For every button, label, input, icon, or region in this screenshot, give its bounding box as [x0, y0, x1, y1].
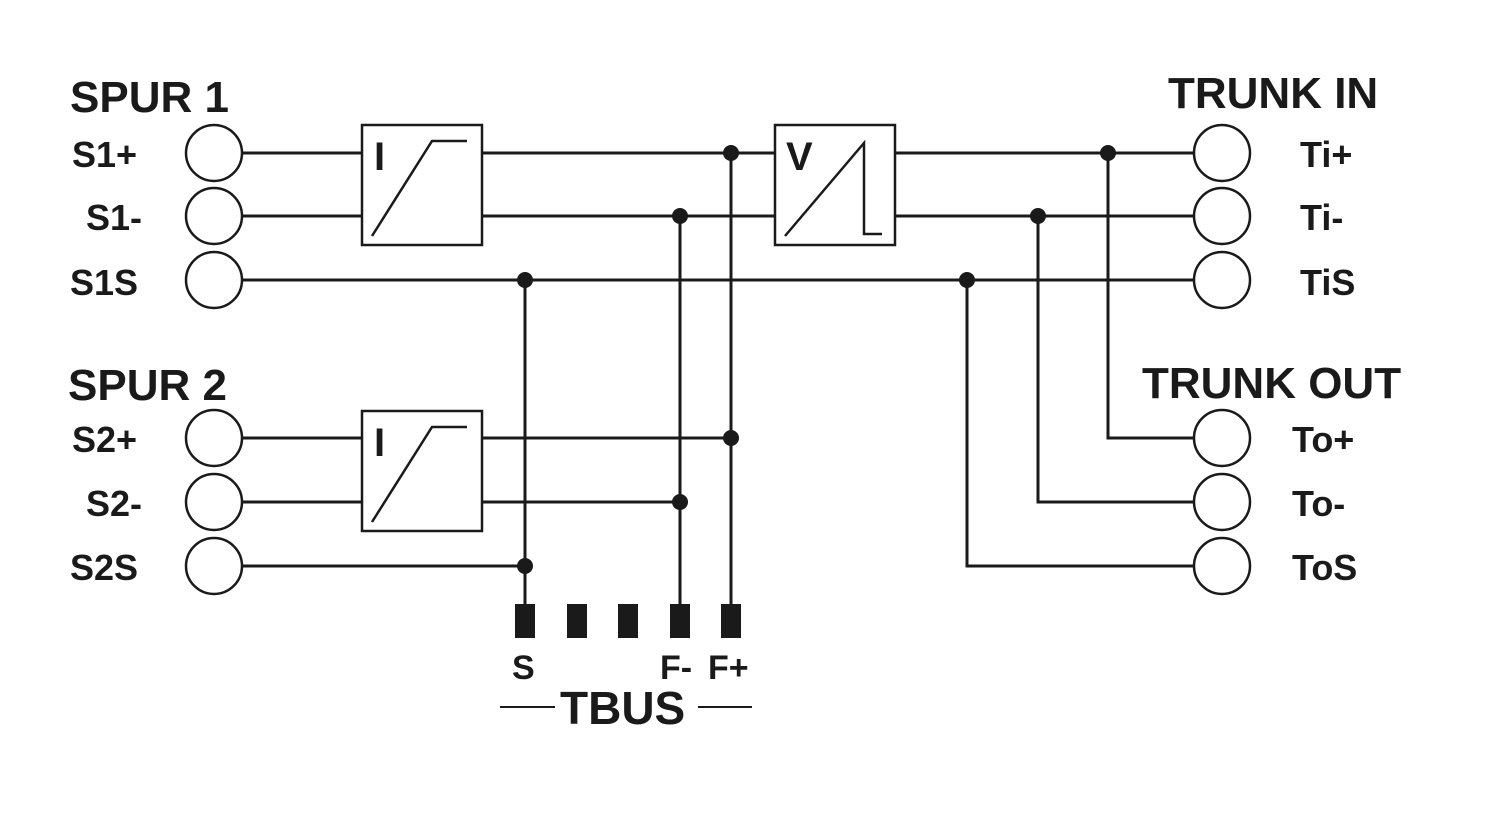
- tbus-pin-unused: [567, 604, 587, 638]
- tbus-pin-label-f-minus: F-: [660, 649, 692, 687]
- current-limit-curve-icon: [370, 139, 467, 237]
- junctions: [517, 145, 1116, 574]
- junction-dot: [517, 558, 533, 574]
- current-limiter-box: [360, 409, 484, 533]
- current-limiter-spur1: I: [360, 123, 484, 247]
- wire-to-shield: [965, 280, 1196, 568]
- terminal-label-s2-plus: S2+: [72, 419, 137, 460]
- spur2-title: SPUR 2: [68, 361, 227, 410]
- voltage-curve-icon: [784, 139, 882, 237]
- terminal-label-ti-plus: Ti+: [1300, 134, 1352, 175]
- tbus-pin-unused: [618, 604, 638, 638]
- junction-dot: [723, 145, 739, 161]
- current-limiter-symbol: I: [374, 421, 385, 465]
- terminal-s2-minus: [184, 472, 244, 532]
- terminal-to-minus: [1192, 472, 1252, 532]
- junction-dot: [672, 208, 688, 224]
- terminal-label-ti-minus: Ti-: [1300, 197, 1343, 238]
- voltage-block-symbol: V: [786, 135, 813, 179]
- spur1-title: SPUR 1: [70, 73, 229, 122]
- junction-dot: [1100, 145, 1116, 161]
- terminal-ti-shield: [1192, 250, 1252, 310]
- trunk-out-title: TRUNK OUT: [1142, 359, 1401, 408]
- terminal-s1-minus: [184, 186, 244, 246]
- tbus-pin-label-s: S: [512, 649, 535, 687]
- terminal-label-to-minus: To-: [1292, 483, 1345, 524]
- tbus-title: TBUS: [560, 682, 685, 734]
- terminal-s2-plus: [184, 408, 244, 468]
- terminal-label-s1-minus: S1-: [86, 197, 142, 238]
- terminal-label-to-shield: ToS: [1292, 547, 1357, 588]
- terminal-label-s2-minus: S2-: [86, 483, 142, 524]
- terminal-to-shield: [1192, 536, 1252, 596]
- terminal-ti-plus: [1192, 123, 1252, 183]
- terminal-label-s2-shield: S2S: [70, 547, 138, 588]
- terminals: [184, 123, 1252, 596]
- current-limit-curve-icon: [370, 425, 467, 523]
- voltage-block: V: [773, 123, 897, 247]
- terminal-s2-shield: [184, 536, 244, 596]
- tbus-pin-label-f-plus: F+: [708, 649, 749, 687]
- junction-dot: [517, 272, 533, 288]
- wires: [242, 151, 1196, 606]
- tbus-pin-f-minus: [670, 604, 690, 638]
- tbus-pin-s: [515, 604, 535, 638]
- current-limiter-symbol: I: [374, 135, 385, 179]
- current-limiter-spur2: I: [360, 409, 484, 533]
- terminal-ti-minus: [1192, 186, 1252, 246]
- terminal-s1-plus: [184, 123, 244, 183]
- terminal-to-plus: [1192, 408, 1252, 468]
- junction-dot: [1030, 208, 1046, 224]
- current-limiter-box: [360, 123, 484, 247]
- junction-dot: [672, 494, 688, 510]
- tbus-pin-f-plus: [721, 604, 741, 638]
- tbus-connector: S F- F+ TBUS: [500, 604, 752, 734]
- wire-to-minus: [1036, 216, 1196, 504]
- junction-dot: [723, 430, 739, 446]
- trunk-in-title: TRUNK IN: [1168, 69, 1378, 118]
- terminal-label-ti-shield: TiS: [1300, 262, 1355, 303]
- wire-to-plus: [1106, 153, 1196, 440]
- junction-dot: [959, 272, 975, 288]
- terminal-label-s1-shield: S1S: [70, 262, 138, 303]
- terminal-label-s1-plus: S1+: [72, 134, 137, 175]
- terminal-s1-shield: [184, 250, 244, 310]
- terminal-label-to-plus: To+: [1292, 419, 1354, 460]
